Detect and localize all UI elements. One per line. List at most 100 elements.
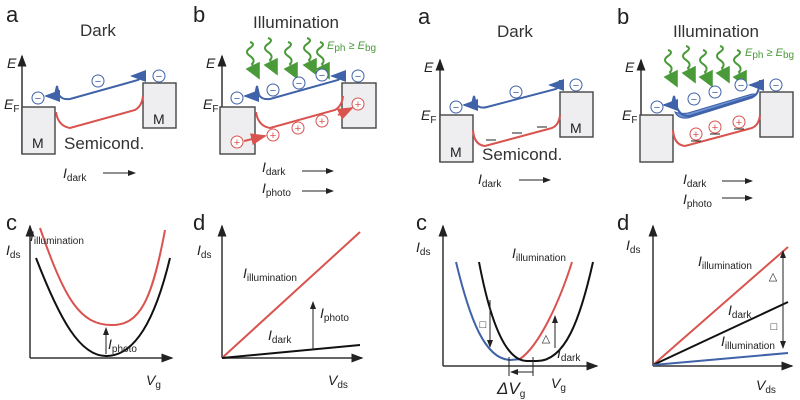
hole-flow-arrow: [243, 133, 267, 146]
trap-states: [486, 126, 547, 141]
svg-text:−: −: [654, 102, 660, 114]
illumination-line-label: Iillumination: [721, 333, 775, 352]
illumination-curve-label: Iillumination: [30, 228, 84, 247]
svg-text:+: +: [736, 117, 742, 129]
decrease-marker: □: [771, 321, 778, 333]
photon-wave-arrow: [302, 37, 317, 76]
x-axis-label: Vg: [146, 372, 161, 391]
semiconductor-label: Semicond.: [64, 134, 144, 153]
illumination-curve: [39, 227, 166, 327]
electron: −: [315, 68, 329, 82]
metal-label: M: [153, 111, 165, 127]
svg-text:+: +: [319, 116, 325, 128]
illumination-line-decrease: [652, 352, 789, 366]
svg-text:−: −: [296, 78, 302, 90]
dark-line-label: Idark: [268, 327, 292, 346]
electron: −: [509, 85, 523, 99]
electron: −: [734, 78, 748, 92]
photon-energy-condition: Eph ≥ Ebg: [745, 47, 794, 61]
y-axis-label: Ids: [416, 239, 430, 258]
svg-text:−: −: [234, 93, 240, 105]
photon-energy-condition: Eph ≥ Ebg: [327, 40, 376, 54]
panel-letter: c: [416, 210, 427, 235]
panel-letter: c: [6, 210, 17, 235]
hole: +: [266, 128, 280, 142]
incident-light: [245, 37, 330, 80]
energy-axis-label: E: [625, 59, 635, 75]
dark-current-label: Idark: [683, 171, 707, 190]
dark-current-label: Idark: [262, 159, 286, 178]
valence-band: [255, 95, 344, 130]
fermi-level-label: EF: [4, 96, 19, 115]
valence-band: [672, 114, 761, 148]
illumination-line: [221, 231, 361, 359]
svg-text:−: −: [35, 93, 41, 105]
photon-wave-arrow: [263, 37, 278, 76]
metal-label: M: [450, 144, 462, 160]
illumination-curve-label: Iillumination: [512, 245, 566, 264]
electron: −: [292, 76, 306, 90]
left-panel-a-dark-band-diagram: a Dark E EF M M − − − Semicond. Idark: [4, 2, 177, 184]
left-panel-d-output-curve: d Ids Vds Iillumination Idark Iphoto: [193, 210, 364, 391]
electron: −: [449, 100, 463, 114]
y-axis-label: Ids: [197, 242, 211, 261]
svg-text:−: −: [691, 94, 697, 106]
photon-wave-arrow: [663, 49, 678, 88]
threshold-shift-label: ΔVg: [496, 379, 525, 400]
decrease-marker: □: [480, 319, 487, 331]
svg-text:+: +: [270, 130, 276, 142]
electron: −: [31, 91, 45, 105]
valence-band: [55, 95, 144, 130]
y-axis-label: Ids: [626, 237, 640, 256]
panel-letter: d: [617, 210, 629, 235]
panel-letter: b: [617, 4, 629, 29]
dark-curve-label: Idark: [557, 345, 581, 364]
left-panel-b-illumination-band-diagram: b Illumination E EF Eph ≥ Ebg − − − − − …: [193, 2, 377, 199]
svg-text:−: −: [738, 80, 744, 92]
photo-current-label: Iphoto: [262, 180, 291, 199]
photo-current-label: Iphoto: [683, 191, 712, 210]
panel-title: Dark: [497, 22, 533, 41]
trapped-hole: +: [708, 120, 722, 135]
metal-contact-left: [439, 114, 474, 163]
energy-axis-label: E: [7, 55, 17, 71]
panel-letter: d: [193, 210, 205, 235]
photon-wave-arrow: [698, 49, 713, 88]
x-axis-label: Vds: [756, 377, 776, 396]
svg-text:−: −: [513, 87, 519, 99]
svg-text:−: −: [95, 76, 101, 88]
svg-text:−: −: [270, 85, 276, 97]
electron: −: [230, 91, 244, 105]
trapped-hole: +: [732, 115, 746, 130]
dark-current-label: Idark: [478, 171, 502, 190]
trapped-hole: +: [689, 127, 703, 142]
semiconductor-label: Semicond.: [482, 145, 562, 164]
illumination-curve-n-type: [455, 261, 523, 362]
panel-letter: a: [418, 4, 431, 29]
dark-curve: [35, 257, 171, 358]
photon-wave-arrow: [681, 45, 696, 84]
svg-text:−: −: [156, 71, 162, 83]
electron: −: [152, 69, 166, 83]
right-panel-c-transfer-curve: c Ids Vg Iillumination Idark □ △ ΔVg: [416, 210, 599, 400]
y-axis-label: Ids: [6, 242, 20, 261]
svg-text:−: −: [573, 80, 579, 92]
hole: +: [291, 121, 305, 135]
photon-wave-arrow: [715, 45, 730, 84]
metal-contact-left: [639, 114, 674, 163]
energy-axis-label: E: [206, 55, 216, 71]
svg-text:−: −: [773, 80, 779, 92]
svg-text:+: +: [712, 122, 718, 134]
panel-title: Dark: [80, 21, 116, 40]
panel-title: Illumination: [253, 13, 339, 32]
right-panel-a-dark-band-diagram: a Dark E EF M M − − − Semicond. Idark: [418, 4, 594, 190]
metal-contact-left: [21, 106, 56, 155]
panel-letter: b: [193, 2, 205, 27]
photocurrent-label: Iphoto: [108, 336, 137, 355]
photon-wave-arrow: [245, 41, 260, 80]
metal-label: M: [570, 120, 582, 136]
electron: −: [650, 100, 664, 114]
electron: −: [91, 74, 105, 88]
x-axis-label: Vds: [328, 372, 348, 391]
